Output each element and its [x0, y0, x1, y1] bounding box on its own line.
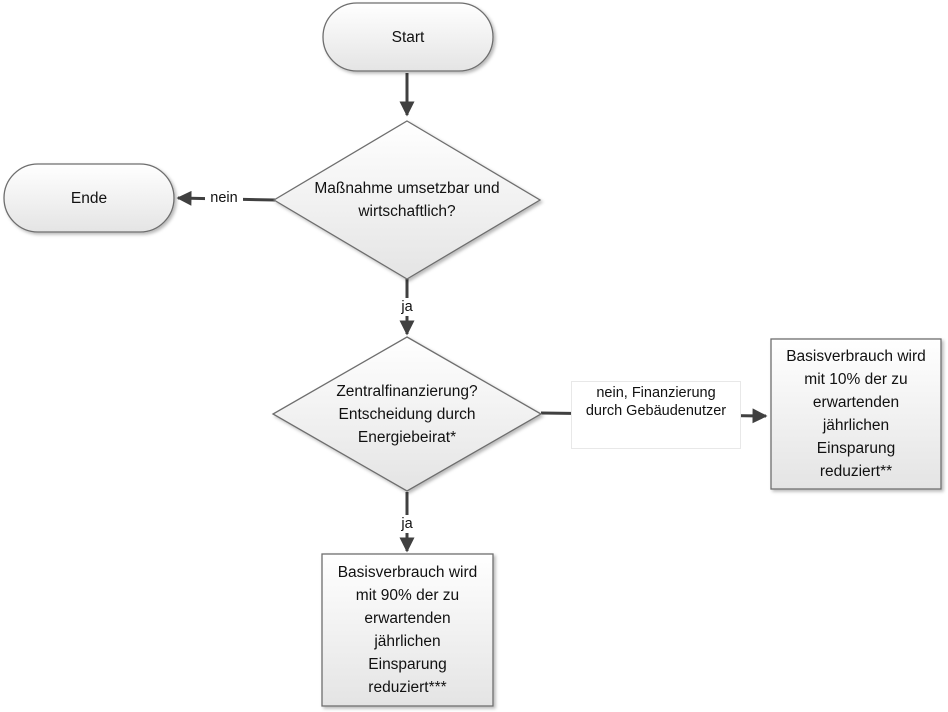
decision-1-label: Maßnahme umsetzbar und wirtschaftlich? [314, 180, 500, 220]
decision-2-shape [271, 336, 543, 492]
process-central-financing-shape [321, 553, 494, 707]
edge-decision1-no-label: nein [205, 189, 243, 207]
end-terminator [3, 163, 175, 233]
edge-decision2-yes-label: ja [397, 515, 417, 533]
process-user-financing-shape [770, 338, 942, 490]
process-central-financing-label: Basisverbrauch wird mit 90% der zu erwar… [337, 564, 478, 696]
start-terminator [322, 2, 494, 72]
decision-2-label: Zentralfinanzierung? Entscheidung durch … [336, 382, 478, 446]
edge-decision2-no-label: nein, Finanzierung durch Gebäudenutzer [571, 381, 741, 449]
start-label: Start [391, 28, 425, 46]
decision-1-shape [272, 120, 542, 280]
end-label: Ende [70, 189, 108, 207]
edge-decision1-yes-label: ja [397, 298, 417, 316]
process-user-financing-label: Basisverbrauch wird mit 10% der zu erwar… [786, 348, 926, 480]
